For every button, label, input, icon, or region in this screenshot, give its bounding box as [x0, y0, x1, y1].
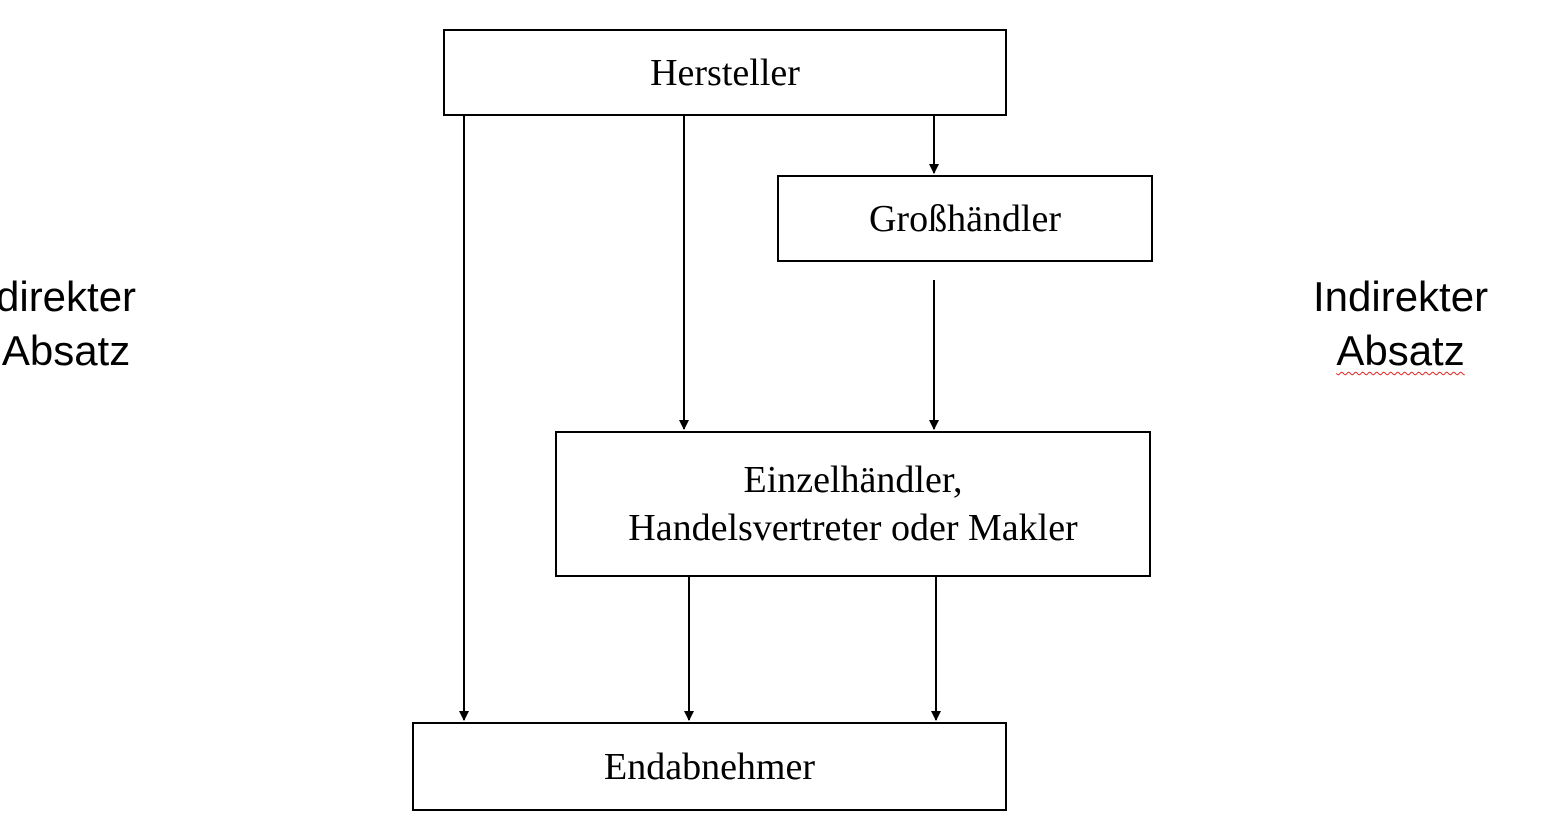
label-indirekter-line2: Absatz: [1313, 324, 1488, 378]
label-direkter-line1: direkter: [0, 273, 137, 320]
label-indirekter-line1: Indirekter: [1313, 273, 1489, 320]
node-hersteller: Hersteller: [443, 29, 1007, 116]
node-grosshaendler: Großhändler: [777, 175, 1153, 262]
node-grosshaendler-label: Großhändler: [868, 197, 1062, 240]
node-hersteller-label: Hersteller: [650, 51, 800, 94]
label-indirekter-absatz: Indirekter Absatz: [1313, 270, 1488, 378]
label-direkter-line2: Absatz: [1, 327, 131, 374]
spellcheck-underline: Absatz: [1336, 327, 1465, 374]
node-einzelhaendler-label-line1: Einzelhändler,: [743, 459, 963, 501]
node-einzelhaendler-label-line2: Handelsvertreter oder Makler: [628, 507, 1078, 549]
node-endabnehmer: Endabnehmer: [412, 722, 1007, 811]
label-direkter-absatz: direkter Absatz: [0, 270, 136, 378]
node-endabnehmer-label: Endabnehmer: [603, 745, 816, 788]
node-einzelhaendler: Einzelhändler, Handelsvertreter oder Mak…: [555, 431, 1151, 577]
